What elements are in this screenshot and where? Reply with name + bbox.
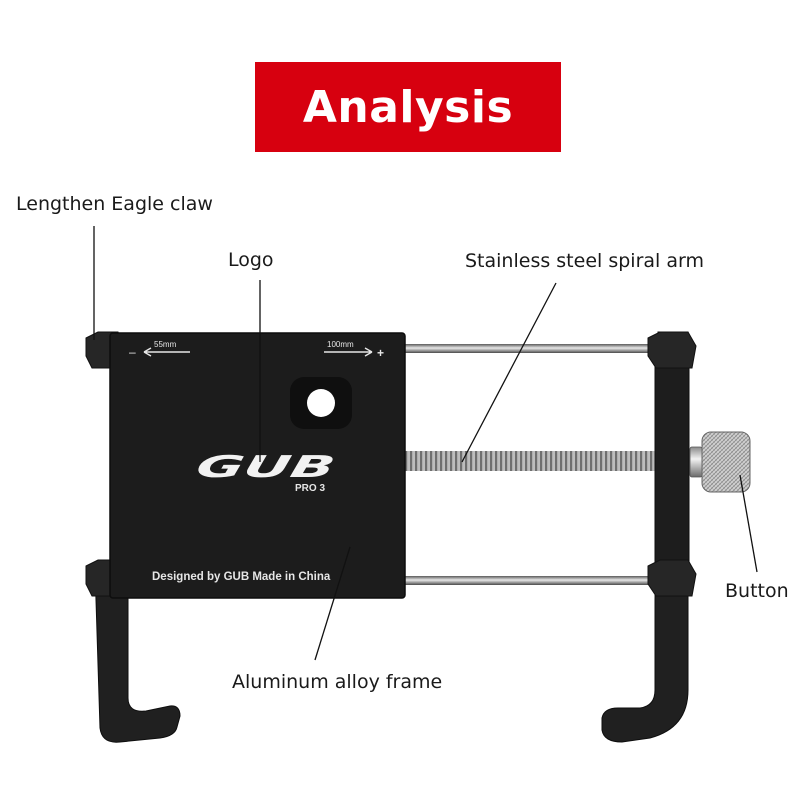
scale-min-label: 55mm <box>154 340 177 349</box>
right-bottom-claw <box>647 559 697 597</box>
logo-callout: Logo <box>228 249 274 271</box>
plate-tagline: Designed by GUB Made in China <box>152 571 331 583</box>
right-top-claw <box>647 331 697 369</box>
scale-minus: – <box>129 345 136 359</box>
frame-leader-line <box>314 546 351 661</box>
spiral-arm <box>404 451 656 471</box>
scale-left-arrow <box>143 347 190 357</box>
knob-button <box>701 431 751 493</box>
frame-callout: Aluminum alloy frame <box>232 671 443 693</box>
arm-leader-line <box>461 282 557 463</box>
scale-max-label: 100mm <box>327 340 354 349</box>
brand-logo: GUB <box>193 450 338 485</box>
scale-right-arrow <box>324 347 373 357</box>
model-label: PRO 3 <box>295 483 325 494</box>
scale-plus: + <box>377 346 384 360</box>
title-text: Analysis <box>302 81 514 133</box>
claw-callout: Lengthen Eagle claw <box>16 193 213 215</box>
camera-hole <box>307 389 335 417</box>
left-claw-leg <box>94 567 181 743</box>
top-guide-rod <box>400 344 658 353</box>
bottom-guide-rod <box>400 576 658 585</box>
right-arm-bar <box>654 359 690 596</box>
knob-collar <box>689 446 703 478</box>
button-callout: Button <box>725 580 789 602</box>
spiral-arm-callout: Stainless steel spiral arm <box>465 250 704 272</box>
button-leader-line <box>739 474 758 573</box>
title-banner: Analysis <box>255 62 561 152</box>
